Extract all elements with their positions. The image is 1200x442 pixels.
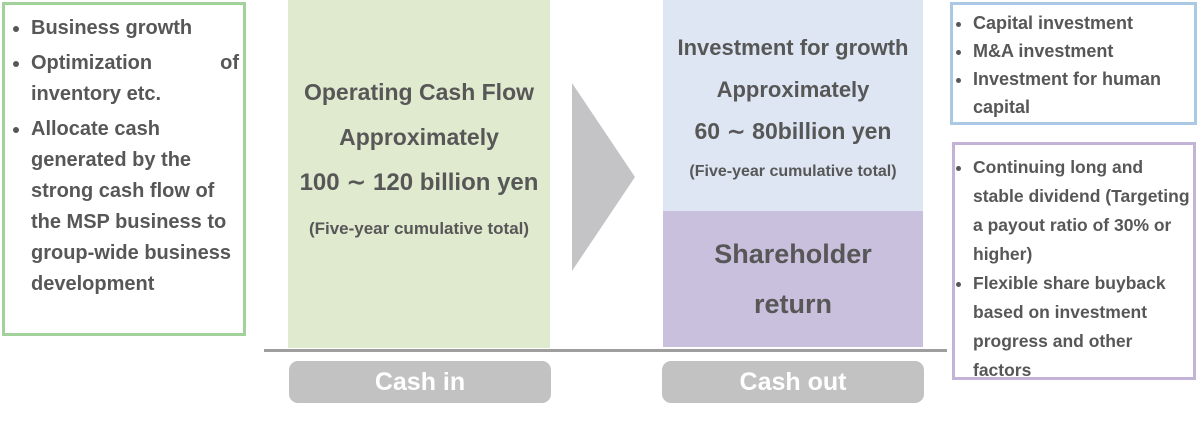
cash-in-note-list: Business growth Optimization of inventor… [11,13,239,300]
shareholder-return-label: Shareholder return [714,239,872,319]
list-item: Continuing long and stable dividend (Tar… [973,153,1191,269]
operating-cash-flow-title: Operating Cash Flow [303,79,535,105]
list-item: Allocate cash generated by the strong ca… [31,114,239,300]
list-item: Business growth [31,13,239,44]
right-arrow-icon [572,83,635,271]
investment-for-growth-amount: 60 ∼ 80billion yen [694,117,892,144]
cash-in-label: Cash in [289,361,551,403]
investment-for-growth-title: Investment for growth [677,34,909,60]
return-details-box: Continuing long and stable dividend (Tar… [952,142,1196,380]
investment-details-box: Capital investment M&A investment Invest… [950,2,1197,125]
investment-for-growth-qualifier: Approximately [716,76,870,102]
investment-details-list: Capital investment M&A investment Invest… [957,9,1192,121]
return-details-list: Continuing long and stable dividend (Tar… [959,153,1191,385]
list-item: Flexible share buyback based on investme… [973,269,1191,385]
operating-cash-flow-qualifier: Approximately [339,124,499,150]
operating-cash-flow-amount: 100 ∼ 120 billion yen [299,169,539,196]
cash-out-label: Cash out [662,361,924,403]
operating-cash-flow-note: (Five-year cumulative total) [308,219,530,238]
list-item: M&A investment [973,37,1192,65]
operating-cash-flow-box: Operating Cash Flow Approximately 100 ∼ … [288,0,550,348]
list-item: Capital investment [973,9,1192,37]
cash-in-note-box: Business growth Optimization of inventor… [2,2,246,336]
investment-for-growth-note: (Five-year cumulative total) [689,162,897,180]
list-item: Optimization of inventory etc. [31,48,239,110]
investment-for-growth-box: Investment for growth Approximately 60 ∼… [663,0,923,211]
list-item: Investment for human capital [973,65,1192,121]
baseline-divider [264,349,947,352]
shareholder-return-box: Shareholder return [663,211,923,347]
